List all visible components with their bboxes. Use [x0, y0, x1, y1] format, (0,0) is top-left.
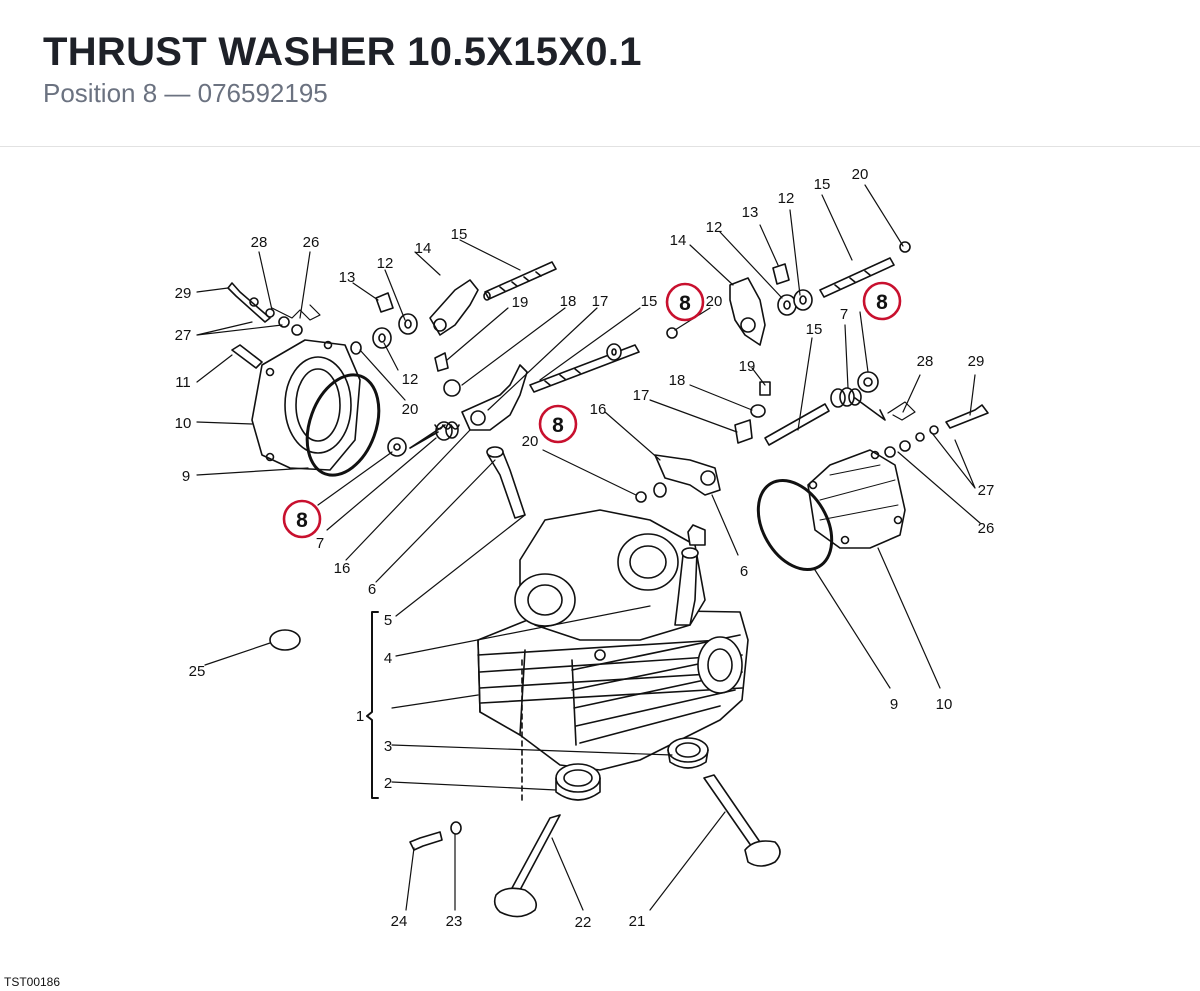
callout-14: 14 [415, 240, 432, 257]
callout-5: 5 [384, 612, 392, 629]
callout-13: 13 [339, 269, 356, 286]
exploded-parts-diagram: 1 2 3 4 5 6 6 7 7 9 9 10 10 11 12 12 12 … [175, 166, 995, 931]
callout-7: 7 [840, 306, 848, 323]
part-title: THRUST WASHER 10.5X15X0.1 [43, 30, 642, 74]
valve-left [493, 814, 561, 918]
callout-8-highlight[interactable]: 8 [296, 509, 308, 532]
part-subtitle: Position 8 — 076592195 [43, 78, 328, 108]
rocker-arm-mid [461, 364, 528, 431]
callout-24: 24 [391, 913, 408, 930]
cylinder-head [477, 509, 749, 801]
callout-19: 19 [512, 294, 529, 311]
callout-2: 2 [384, 775, 392, 792]
valve-right [703, 774, 781, 867]
callout-21: 21 [629, 913, 646, 930]
rocker-shaft-lower-right [764, 403, 830, 446]
rocker-arm-right [729, 277, 766, 346]
callout-23: 23 [446, 913, 463, 930]
callout-3: 3 [384, 738, 392, 755]
spring-right [830, 387, 886, 421]
o-ring-right [756, 478, 834, 572]
bolts-left [227, 282, 321, 369]
diagram-code: TST00186 [4, 975, 61, 989]
valve-guide-right [674, 524, 706, 626]
callout-11: 11 [175, 374, 191, 391]
rocker-arm-left [429, 279, 479, 336]
callout-8-highlight[interactable]: 8 [552, 414, 564, 437]
callout-20: 20 [402, 401, 419, 418]
valve-guide-left [486, 446, 526, 519]
group-bracket [366, 611, 379, 799]
callout-8-highlight[interactable]: 8 [876, 291, 888, 314]
callout-17: 17 [633, 387, 650, 404]
callout-10: 10 [175, 415, 192, 432]
callout-6: 6 [740, 563, 748, 580]
callout-26: 26 [303, 234, 320, 251]
callout-10: 10 [936, 696, 953, 713]
callout-15: 15 [451, 226, 468, 243]
callout-17: 17 [592, 293, 609, 310]
rocker-shaft-upper-left [483, 261, 557, 301]
header: THRUST WASHER 10.5X15X0.1 Position 8 — 0… [0, 0, 1200, 147]
rocker-shaft-mid [529, 344, 640, 393]
leader-lines [196, 184, 981, 911]
callout-14: 14 [670, 232, 687, 249]
callout-16: 16 [590, 401, 607, 418]
callout-19: 19 [739, 358, 756, 375]
callout-18: 18 [560, 293, 577, 310]
callout-28: 28 [251, 234, 268, 251]
callout-12: 12 [402, 371, 419, 388]
valve-seal-upper [667, 737, 709, 769]
callout-4: 4 [384, 650, 392, 667]
o-ring-left [305, 373, 381, 477]
bolts-right [884, 401, 989, 458]
callout-7: 7 [316, 535, 324, 552]
callout-29: 29 [968, 353, 985, 370]
small-bolt [409, 821, 462, 851]
callout-6: 6 [368, 581, 376, 598]
callout-26: 26 [978, 520, 995, 537]
callout-12: 12 [377, 255, 394, 272]
right-cover [807, 449, 906, 549]
callout-15: 15 [641, 293, 658, 310]
callout-12: 12 [778, 190, 795, 207]
callout-20: 20 [852, 166, 869, 183]
callout-29: 29 [175, 285, 192, 302]
callout-27: 27 [978, 482, 995, 499]
rocker-arm-lower-right [654, 454, 721, 496]
callout-22: 22 [575, 914, 592, 931]
callout-16: 16 [334, 560, 351, 577]
callout-15: 15 [806, 321, 823, 338]
callout-28: 28 [917, 353, 934, 370]
callout-13: 13 [742, 204, 759, 221]
callout-27: 27 [175, 327, 192, 344]
callout-8-highlight[interactable]: 8 [679, 292, 691, 315]
callout-12: 12 [706, 219, 723, 236]
callout-9: 9 [890, 696, 898, 713]
callout-1: 1 [356, 708, 364, 725]
callout-20: 20 [706, 293, 723, 310]
plug-cap [269, 629, 301, 651]
callout-20: 20 [522, 433, 539, 450]
callout-18: 18 [669, 372, 686, 389]
valve-seal-lower [555, 763, 601, 801]
spring-left [409, 421, 460, 449]
rocker-shaft-upper-right [819, 257, 895, 298]
callout-15: 15 [814, 176, 831, 193]
callout-9: 9 [182, 468, 190, 485]
washer-spacer-group [350, 241, 911, 503]
callout-25: 25 [189, 663, 206, 680]
left-cover [251, 339, 361, 471]
highlight-markers [282, 281, 902, 539]
